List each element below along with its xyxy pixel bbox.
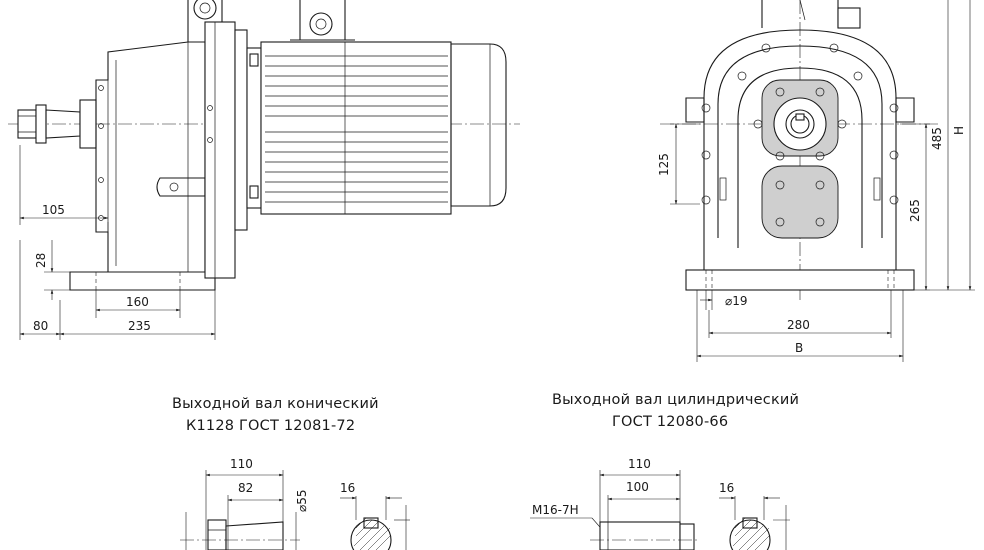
cylindrical-dim-110: 110 [628,457,651,471]
side-adapter [204,21,248,279]
conical-dim-82: 82 [238,481,253,495]
dim-28: 28 [34,253,48,268]
cylindrical-thread: M16-7H [532,503,579,517]
front-view: 125 265 485 H ⌀19 280 B [657,0,975,362]
conical-dim-d55: ⌀55 [295,490,309,513]
conical-dim-110: 110 [230,457,253,471]
front-bolts [701,43,899,227]
dim-B: B [795,341,803,355]
cylindrical-dim-100: 100 [626,480,649,494]
caption-cylindrical-line2: ГОСТ 12080-66 [612,414,728,430]
dim-265: 265 [908,199,922,222]
dim-80: 80 [33,319,48,333]
dim-H: H [952,126,966,135]
caption-cylindrical-line1: Выходной вал цилиндрический [552,392,799,408]
side-output-shaft [17,99,97,149]
dim-280: 280 [787,318,810,332]
cylindrical-dim-16: 16 [719,481,734,495]
side-motor-plate [290,0,355,41]
side-electric-motor [246,41,507,215]
cylindrical-shaft-detail: 110 100 M16-7H 16 [530,457,790,550]
dim-235: 235 [128,319,151,333]
dim-d19: ⌀19 [725,294,748,308]
side-view: 105 28 160 80 235 [8,0,520,340]
conical-shaft-detail: 110 82 ⌀55 16 [180,457,410,550]
dim-485: 485 [930,127,944,150]
dim-125: 125 [657,153,671,176]
caption-conical-line1: Выходной вал конический [172,396,379,412]
conical-dim-16: 16 [340,481,355,495]
caption-conical-line2: К1128 ГОСТ 12081-72 [186,418,355,434]
dim-160: 160 [126,295,149,309]
dim-105: 105 [42,203,65,217]
